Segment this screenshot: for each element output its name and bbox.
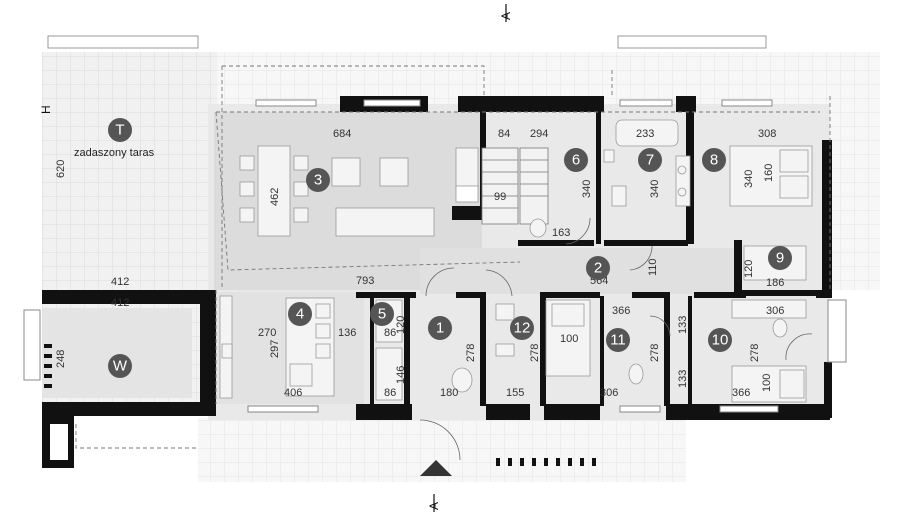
doors xyxy=(419,217,813,461)
badge-room-11: 11 xyxy=(606,328,630,352)
terrace-label: zadaszony taras xyxy=(74,147,155,159)
overhang-left xyxy=(47,35,199,49)
dimension-label: 340 xyxy=(743,170,755,188)
dimension-label: 11 xyxy=(610,332,626,349)
dimension-label: 278 xyxy=(749,344,761,362)
dimension-label: 412 xyxy=(111,276,129,288)
dimension-label: 306 xyxy=(766,305,784,317)
windows xyxy=(23,99,847,413)
dimension-label: 133 xyxy=(677,370,689,388)
dimension-label: 86 xyxy=(384,387,396,399)
badge-room-5: 5 xyxy=(370,302,394,326)
badge-room-6: 6 xyxy=(564,148,588,172)
section-marker-bottom: A xyxy=(427,502,441,510)
dimension-label: 412 xyxy=(111,297,129,309)
badge-room-12: 12 xyxy=(510,316,534,340)
dimension-label: 248 xyxy=(55,350,67,368)
dimension-label: 294 xyxy=(530,128,548,140)
dimension-label: 146 xyxy=(395,366,407,384)
badge-room-4: 4 xyxy=(288,302,312,326)
dimension-label: 180 xyxy=(440,387,458,399)
left-post xyxy=(50,424,68,460)
dimension-label: 155 xyxy=(506,387,524,399)
dimension-label: 297 xyxy=(269,340,281,358)
overhang-right xyxy=(617,35,767,49)
stairs xyxy=(481,147,549,225)
dimension-label: 10 xyxy=(712,332,729,349)
dimension-label: 1 xyxy=(436,320,444,337)
dimension-label: 100 xyxy=(560,333,578,345)
badge-room-10: 10 xyxy=(708,328,732,352)
dimension-label: W xyxy=(113,358,128,375)
badge-room-3: 3 xyxy=(306,168,330,192)
dimension-label: 306 xyxy=(600,387,618,399)
dimension-label: 86 xyxy=(384,327,396,339)
dimension-label: 110 xyxy=(647,258,659,276)
dimension-label: 8 xyxy=(710,152,718,169)
dimension-label: 278 xyxy=(465,344,477,362)
dimension-label: 186 xyxy=(766,277,784,289)
dimension-label: 136 xyxy=(338,327,356,339)
badge-room-8: 8 xyxy=(702,148,726,172)
front-steps xyxy=(496,458,596,466)
dimension-label: 133 xyxy=(677,316,689,334)
entrance-arrow-icon xyxy=(420,460,452,476)
dimension-label: 278 xyxy=(649,344,661,362)
dimension-label: 406 xyxy=(284,387,302,399)
dimension-label: 308 xyxy=(758,128,776,140)
dimension-label: 620 xyxy=(55,160,67,178)
dimension-label: 366 xyxy=(612,305,630,317)
dimension-label: 340 xyxy=(581,180,593,198)
badge-room-2: 2 xyxy=(586,256,610,280)
dimension-label: 366 xyxy=(732,387,750,399)
badge-terrace: T xyxy=(108,118,132,142)
badge-room-1: 1 xyxy=(428,316,452,340)
dimension-label: 163 xyxy=(552,227,570,239)
garden-pad xyxy=(42,308,192,398)
dimension-label: 100 xyxy=(761,374,773,392)
dimension-label: 120 xyxy=(743,260,755,278)
axis-marker-h: H xyxy=(39,105,53,114)
dimension-label: 84 xyxy=(498,128,510,140)
dimension-label: 462 xyxy=(269,188,281,206)
dimension-label: 278 xyxy=(529,344,541,362)
dimension-label: 160 xyxy=(763,164,775,182)
garden-hatch xyxy=(44,344,52,388)
section-marker-top: A xyxy=(499,12,513,20)
dimension-label: 12 xyxy=(514,320,531,337)
dimension-label: 270 xyxy=(258,327,276,339)
dimension-label: 9 xyxy=(776,250,784,267)
dimension-label: 99 xyxy=(494,191,506,203)
dashed-lines xyxy=(75,65,831,449)
room-badges: T W 3 6 7 8 2 9 xyxy=(108,118,792,378)
badge-room-9: 9 xyxy=(768,246,792,270)
badge-garden: W xyxy=(108,354,132,378)
dimension-labels: 412 412 620 248 684 84 294 233 308 462 9… xyxy=(55,128,784,399)
dimension-label: 5 xyxy=(378,306,386,323)
dimension-label: 7 xyxy=(646,152,654,169)
dimension-label: 6 xyxy=(572,152,580,169)
dimension-label: 233 xyxy=(636,128,654,140)
dimension-label: 793 xyxy=(356,275,374,287)
dimension-label: 340 xyxy=(649,180,661,198)
dimension-label: 3 xyxy=(314,172,322,189)
dimension-label: T xyxy=(115,122,124,139)
dimension-label: 4 xyxy=(296,306,304,323)
badge-room-7: 7 xyxy=(638,148,662,172)
terrace-covered xyxy=(42,52,217,290)
furniture xyxy=(219,119,813,403)
dimension-label: 2 xyxy=(594,260,602,277)
hall-floor xyxy=(420,248,740,294)
dimension-label: 120 xyxy=(395,316,407,334)
dimension-label: 684 xyxy=(333,128,351,140)
